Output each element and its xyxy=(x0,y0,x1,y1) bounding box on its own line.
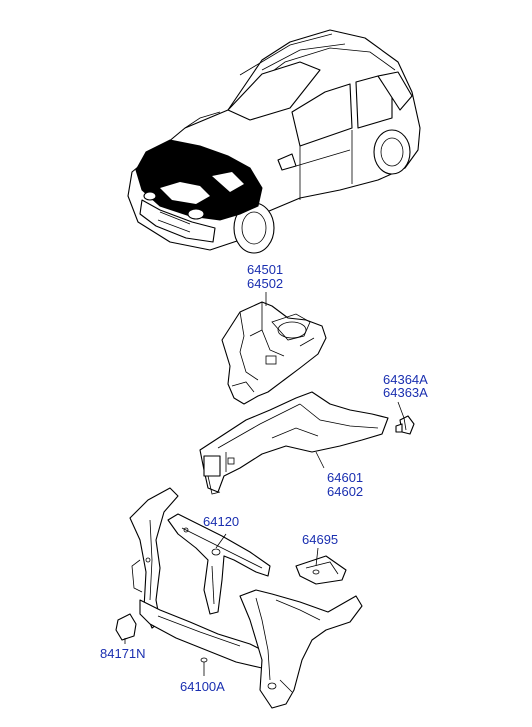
front-carrier-part[interactable] xyxy=(129,487,363,709)
car-illustration xyxy=(127,29,421,254)
label-member-b[interactable]: 64602 xyxy=(327,484,364,499)
leader-lines xyxy=(124,292,405,676)
plate-part[interactable] xyxy=(295,555,347,585)
label-upper-rail[interactable]: 64120 xyxy=(203,514,240,529)
label-plate[interactable]: 64695 xyxy=(302,532,339,547)
clip-part[interactable] xyxy=(115,613,137,641)
label-apron-a[interactable]: 64501 xyxy=(247,262,284,277)
side-member-part[interactable] xyxy=(199,391,389,495)
label-member-a[interactable]: 64601 xyxy=(327,470,364,485)
label-carrier[interactable]: 64100A xyxy=(180,679,225,694)
wheel-apron-part[interactable] xyxy=(221,301,327,405)
label-bracket-a[interactable]: 64364A xyxy=(383,372,428,387)
label-apron-b[interactable]: 64502 xyxy=(247,276,284,291)
label-clip[interactable]: 84171N xyxy=(100,646,146,661)
label-bracket-b[interactable]: 64363A xyxy=(383,385,428,400)
bracket-part[interactable] xyxy=(395,415,415,435)
upper-rail-part[interactable] xyxy=(167,513,271,615)
